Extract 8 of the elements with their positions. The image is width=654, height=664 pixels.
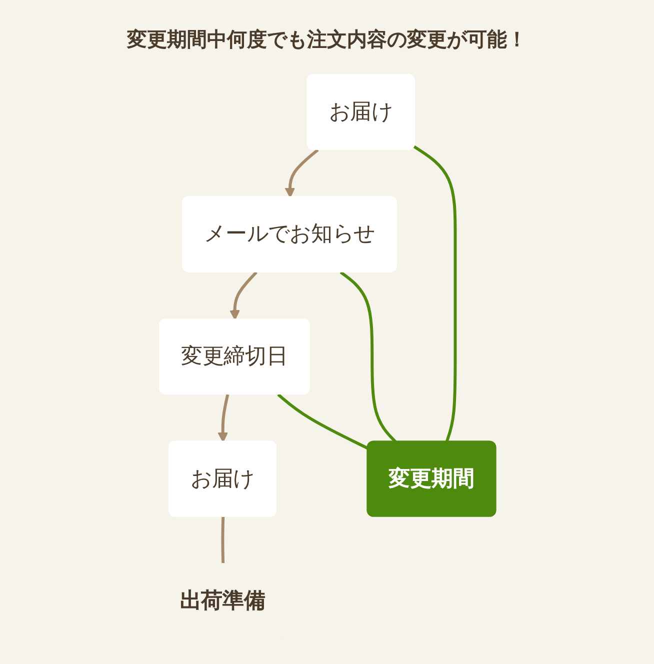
arrow	[284, 148, 319, 198]
heading: 変更期間中何度でも注文内容の変更が可能！	[127, 26, 527, 53]
arrow	[218, 394, 230, 442]
connector	[277, 393, 369, 450]
connector	[413, 145, 457, 442]
arrow	[230, 271, 258, 320]
node-text: 出荷準備	[180, 588, 266, 614]
connector	[221, 516, 225, 564]
